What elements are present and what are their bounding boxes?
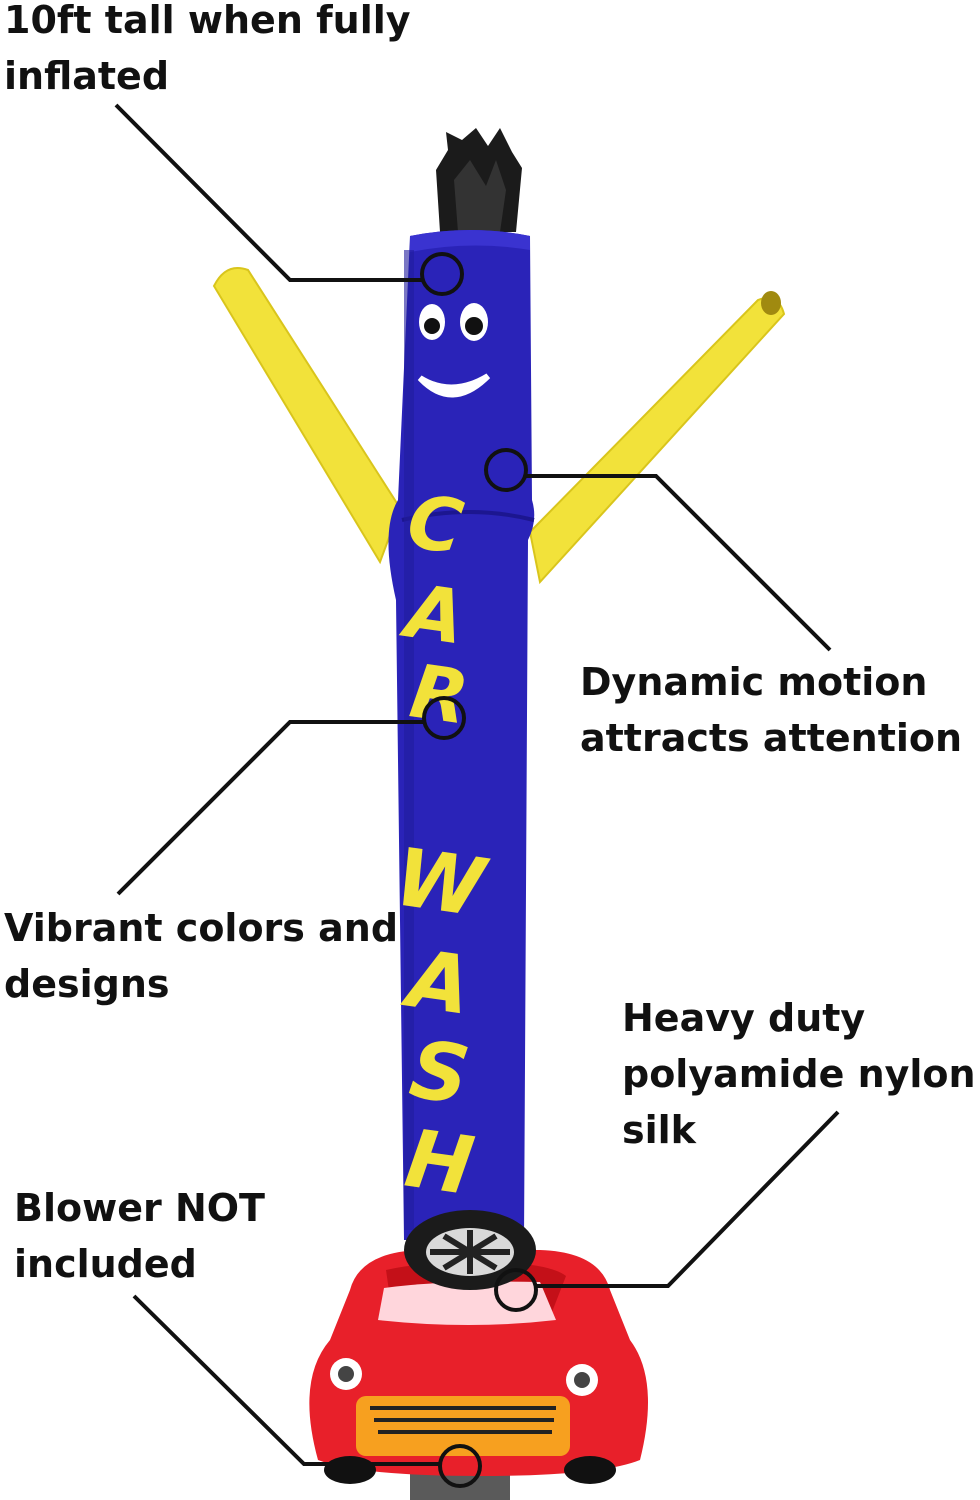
- callout-blower: Blower NOT included: [14, 1186, 265, 1286]
- callout-motion: Dynamic motion attracts attention: [580, 660, 963, 760]
- inflatable-tube: [388, 230, 535, 1240]
- tube-letter-c: C: [402, 479, 468, 572]
- inflatable-arms: [212, 267, 786, 585]
- car-tire: [404, 1210, 536, 1290]
- tube-letter-s: S: [405, 1022, 475, 1122]
- tube-face: [417, 303, 491, 398]
- top-fringe: [436, 128, 522, 232]
- tube-letter-h: H: [400, 1112, 479, 1213]
- tube-letter-w: W: [389, 830, 493, 935]
- callout-height: 10ft tall when fully inflated: [4, 0, 411, 98]
- callout-colors: Vibrant colors and designs: [4, 906, 399, 1006]
- callout-lines: [114, 103, 840, 1488]
- callout-material: Heavy duty polyamide nylon silk: [622, 996, 976, 1152]
